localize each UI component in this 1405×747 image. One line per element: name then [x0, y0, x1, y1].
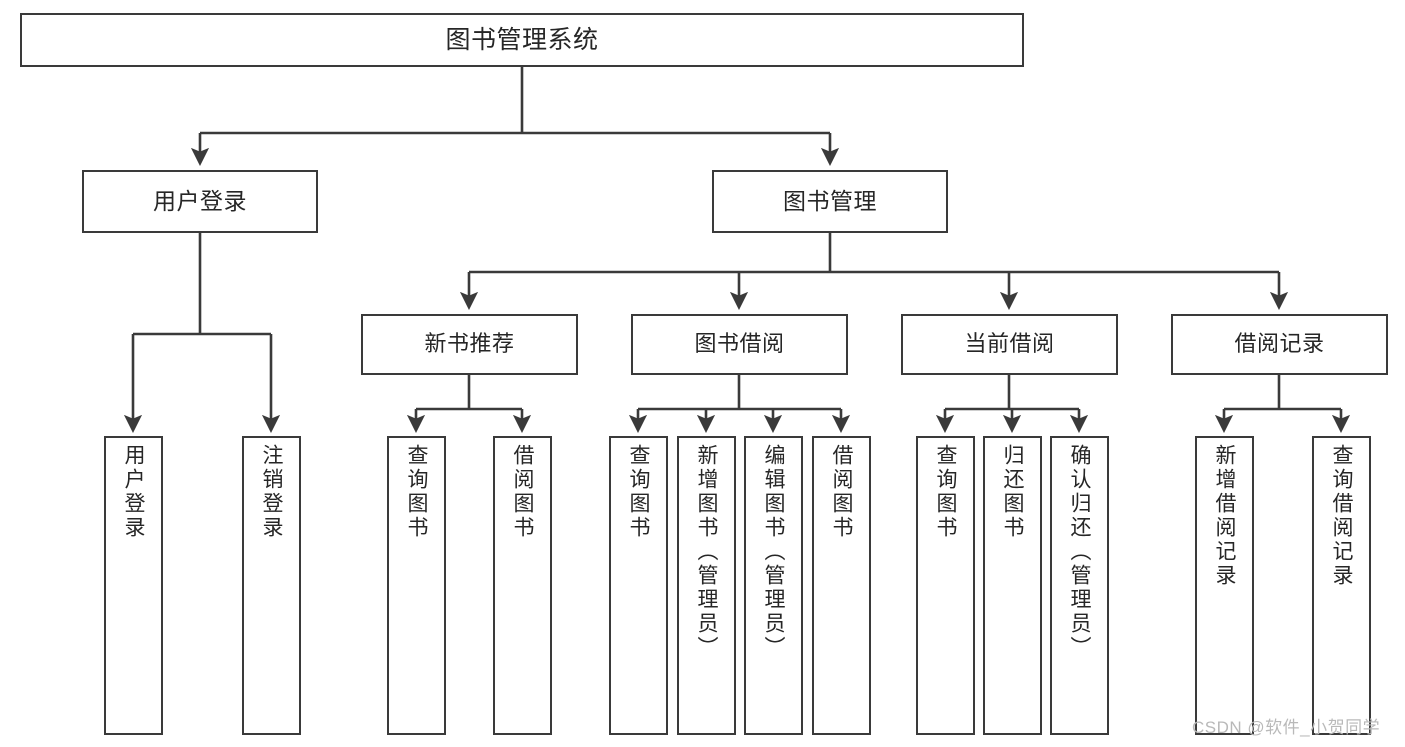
- node-label: 确认归还（管理员）: [1068, 444, 1091, 660]
- node-leaf-confirm-return[interactable]: 确认归还（管理员）: [1050, 436, 1109, 735]
- node-label: 新书推荐: [424, 331, 515, 357]
- node-leaf-user-login[interactable]: 用户登录: [104, 436, 163, 735]
- node-book-manage[interactable]: 图书管理: [712, 170, 948, 233]
- node-label: 查询图书: [627, 444, 650, 540]
- node-leaf-query-book-recommend[interactable]: 查询图书: [387, 436, 446, 735]
- node-label: 归还图书: [1001, 444, 1024, 540]
- node-label: 注销登录: [260, 444, 283, 540]
- node-label: 图书借阅: [694, 331, 785, 357]
- node-leaf-query-book-current[interactable]: 查询图书: [916, 436, 975, 735]
- node-label: 图书管理: [783, 187, 877, 214]
- node-label: 当前借阅: [964, 331, 1055, 357]
- node-label: 借阅图书: [830, 444, 853, 540]
- node-new-book-recommend[interactable]: 新书推荐: [361, 314, 578, 375]
- node-borrow-record[interactable]: 借阅记录: [1171, 314, 1388, 375]
- node-label: 查询图书: [405, 444, 428, 540]
- node-label: 查询借阅记录: [1330, 444, 1353, 588]
- node-label: 用户登录: [122, 444, 145, 540]
- node-label: 编辑图书（管理员）: [762, 444, 785, 660]
- node-label: 用户登录: [153, 187, 247, 214]
- node-label: 图书管理系统: [445, 26, 599, 54]
- node-leaf-borrow-book-recommend[interactable]: 借阅图书: [493, 436, 552, 735]
- node-book-borrow[interactable]: 图书借阅: [631, 314, 848, 375]
- node-leaf-query-borrow-record[interactable]: 查询借阅记录: [1312, 436, 1371, 735]
- node-label: 查询图书: [934, 444, 957, 540]
- csdn-watermark: CSDN @软件_小贺同学: [1192, 718, 1381, 737]
- node-leaf-borrow-book[interactable]: 借阅图书: [812, 436, 871, 735]
- node-leaf-add-borrow-record[interactable]: 新增借阅记录: [1195, 436, 1254, 735]
- node-label: 新增借阅记录: [1213, 444, 1236, 588]
- node-label: 新增图书（管理员）: [695, 444, 718, 660]
- node-leaf-logout[interactable]: 注销登录: [242, 436, 301, 735]
- node-root-system[interactable]: 图书管理系统: [20, 13, 1024, 67]
- node-label: 借阅记录: [1234, 331, 1325, 357]
- node-leaf-edit-book[interactable]: 编辑图书（管理员）: [744, 436, 803, 735]
- node-leaf-query-book-borrow[interactable]: 查询图书: [609, 436, 668, 735]
- node-current-borrow[interactable]: 当前借阅: [901, 314, 1118, 375]
- node-leaf-add-book[interactable]: 新增图书（管理员）: [677, 436, 736, 735]
- node-user-login[interactable]: 用户登录: [82, 170, 318, 233]
- node-leaf-return-book[interactable]: 归还图书: [983, 436, 1042, 735]
- node-label: 借阅图书: [511, 444, 534, 540]
